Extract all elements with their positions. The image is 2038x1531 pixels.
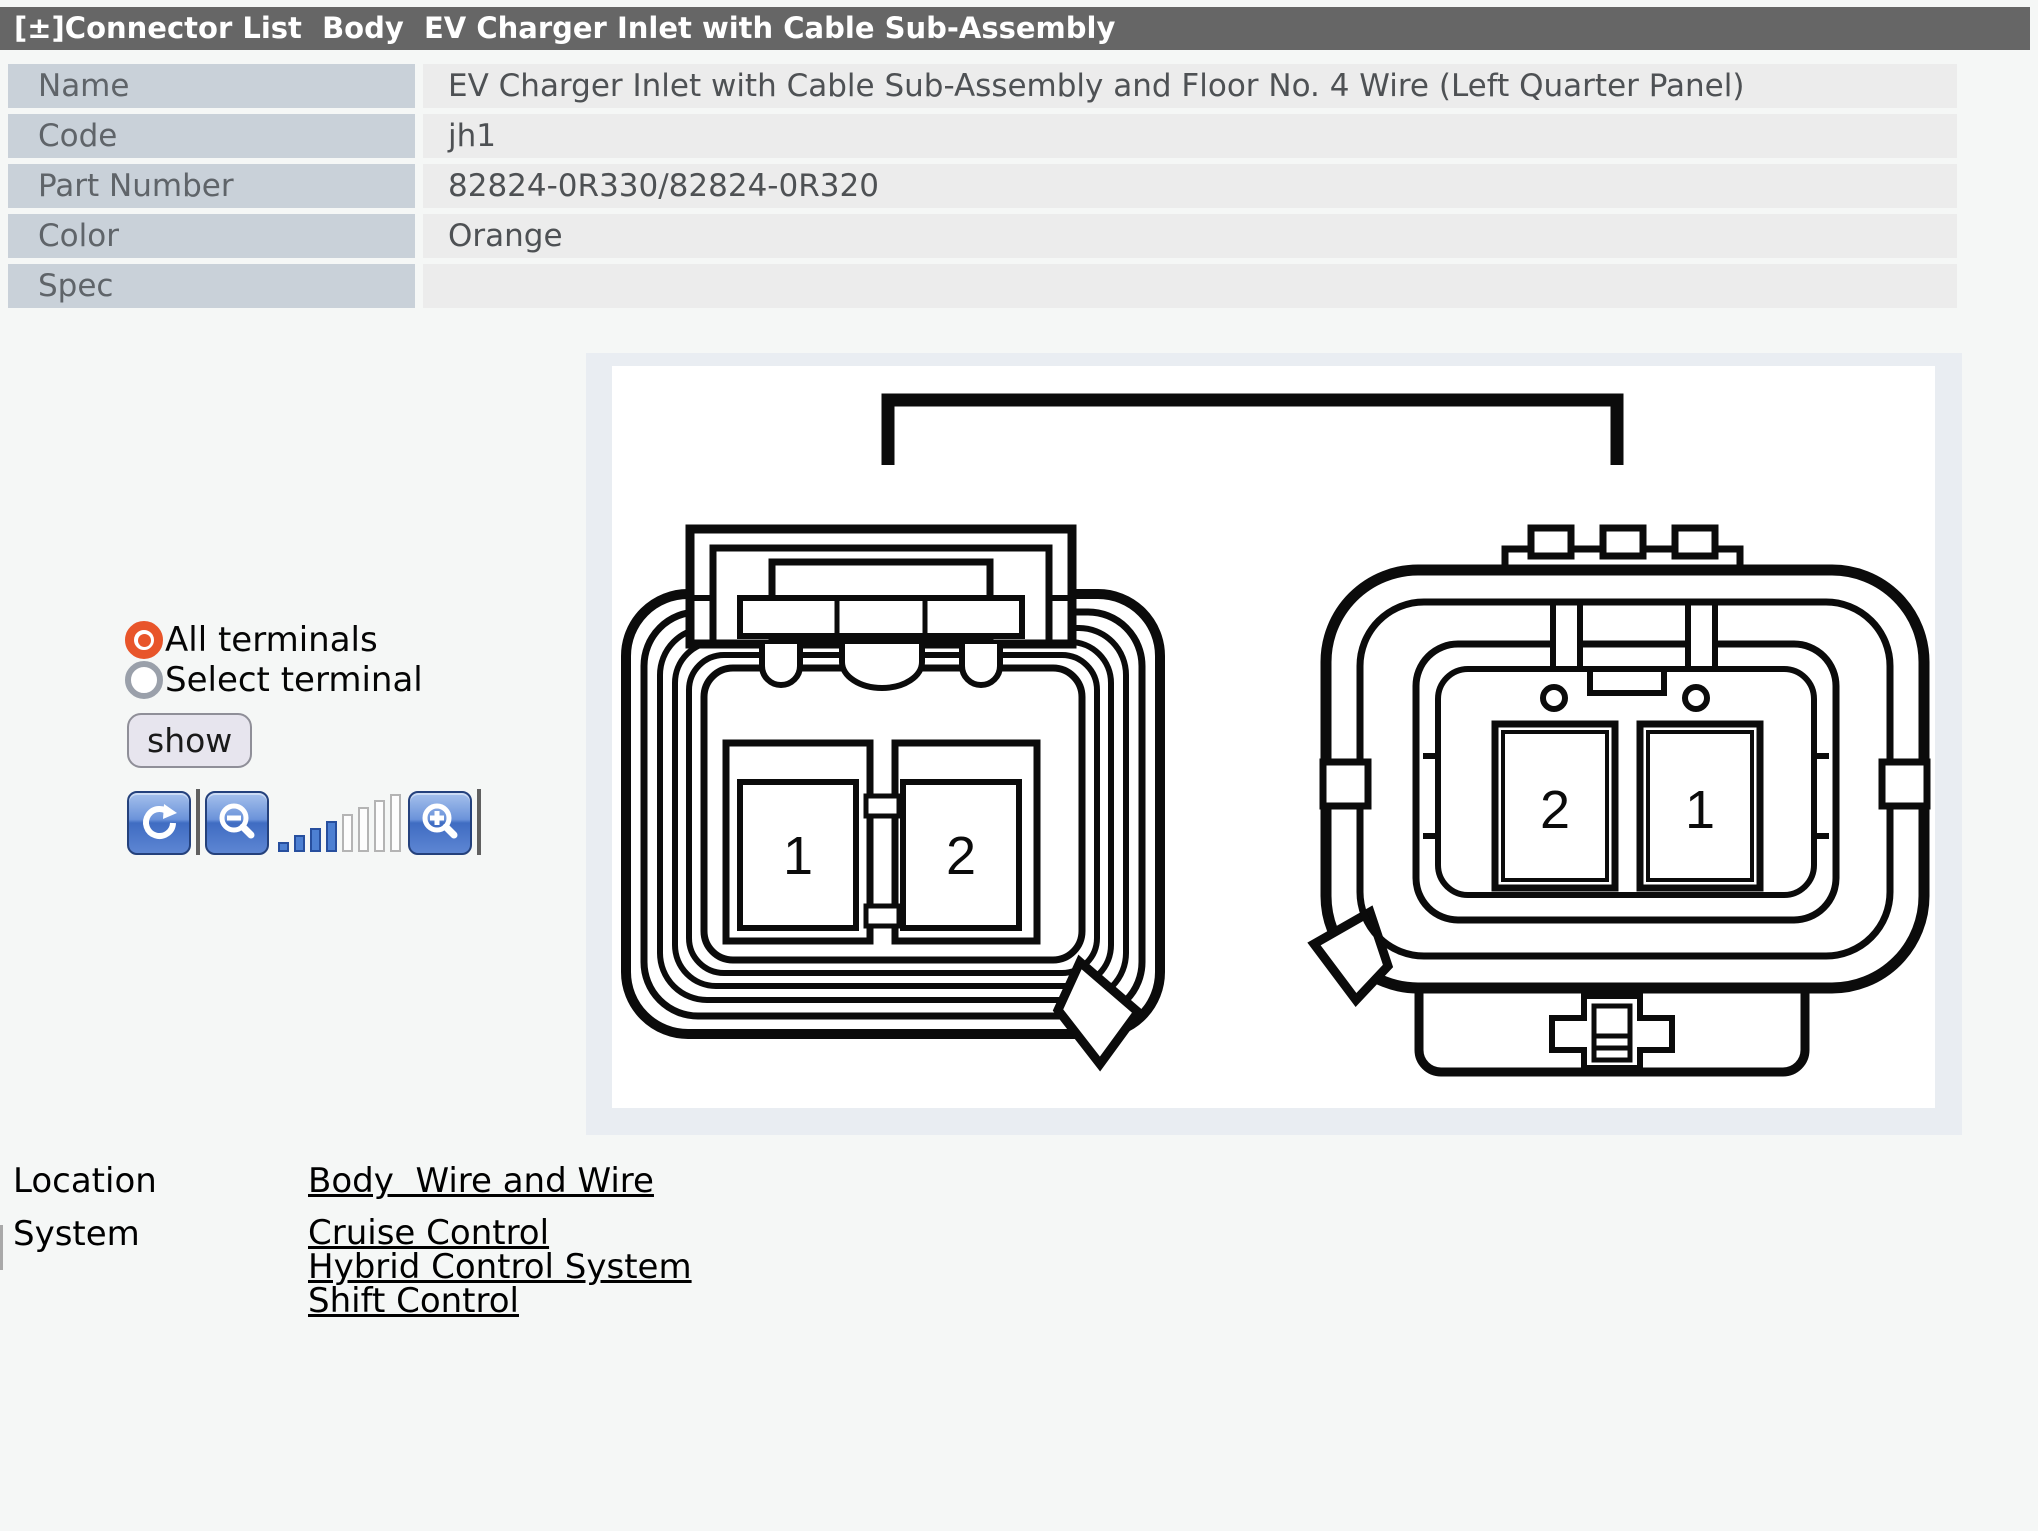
location-row: Location Body Wire and Wire [13,1163,692,1199]
toolbar-divider [477,789,481,855]
all-terminals-option[interactable]: All terminals [125,620,423,660]
right-terminal-1-label: 1 [1685,780,1715,840]
connector-diagram: 1 2 [612,366,1935,1108]
system-link-shift-control[interactable]: Shift Control [308,1281,519,1321]
circular-arrow-icon [137,800,181,847]
all-terminals-radio[interactable] [125,621,163,659]
location-system-info: Location Body Wire and Wire System Cruis… [13,1163,692,1318]
system-label: System [13,1214,140,1254]
magnifier-minus-icon [215,800,259,847]
row-label-name: Name [8,64,415,108]
location-link[interactable]: Body Wire and Wire [308,1161,654,1201]
zoom-level-bar [374,800,385,852]
system-row: System Cruise Control Hybrid Control Sys… [13,1216,692,1318]
system-link-hybrid-control-system[interactable]: Hybrid Control System [308,1247,692,1287]
row-label-part-number: Part Number [8,164,415,208]
row-value-color: Orange [423,214,1957,258]
all-terminals-label[interactable]: All terminals [165,620,378,660]
page-title: [±]Connector List Body EV Charger Inlet … [0,7,2030,50]
zoom-level-indicator [278,794,401,852]
magnifier-plus-icon [418,800,462,847]
reset-view-button[interactable] [127,791,191,855]
bracket-line [881,393,1624,465]
system-link-cruise-control[interactable]: Cruise Control [308,1213,550,1253]
terminal-option-controls: All terminals Select terminal show [125,620,423,768]
connector-detail-table: Name EV Charger Inlet with Cable Sub-Ass… [8,64,1957,308]
left-connector-notch [1052,954,1145,1072]
zoom-level-bar [310,828,321,852]
left-terminal-2-label: 2 [946,826,976,886]
right-connector-notch [1307,905,1394,1007]
row-value-spec [423,264,1957,308]
row-value-code: jh1 [423,114,1957,158]
select-terminal-radio[interactable] [125,661,163,699]
zoom-level-bar [278,842,289,852]
location-label: Location [13,1161,157,1201]
row-label-color: Color [8,214,415,258]
zoom-level-bar [342,814,353,852]
connector-line-art: 1 2 [612,366,1935,1108]
zoom-toolbar [127,789,486,855]
zoom-level-bar [294,835,305,852]
right-connector-drawing: 2 1 [1307,524,1931,1077]
left-terminal-1-label: 1 [783,826,813,886]
show-button[interactable]: show [127,713,253,768]
row-label-code: Code [8,114,415,158]
zoom-out-button[interactable] [205,791,269,855]
scrollbar-fragment[interactable] [0,1225,3,1270]
zoom-in-button[interactable] [408,791,472,855]
toolbar-divider [196,789,200,855]
zoom-level-bar [326,821,337,852]
select-terminal-label[interactable]: Select terminal [165,660,423,700]
select-terminal-option[interactable]: Select terminal [125,660,423,700]
zoom-level-bar [358,807,369,852]
row-label-spec: Spec [8,264,415,308]
row-value-name: EV Charger Inlet with Cable Sub-Assembly… [423,64,1957,108]
left-connector-drawing: 1 2 [621,524,1165,1072]
connector-diagram-panel: 1 2 [586,353,1962,1135]
right-terminal-2-label: 2 [1540,780,1570,840]
row-value-part-number: 82824-0R330/82824-0R320 [423,164,1957,208]
zoom-level-bar [390,794,401,852]
